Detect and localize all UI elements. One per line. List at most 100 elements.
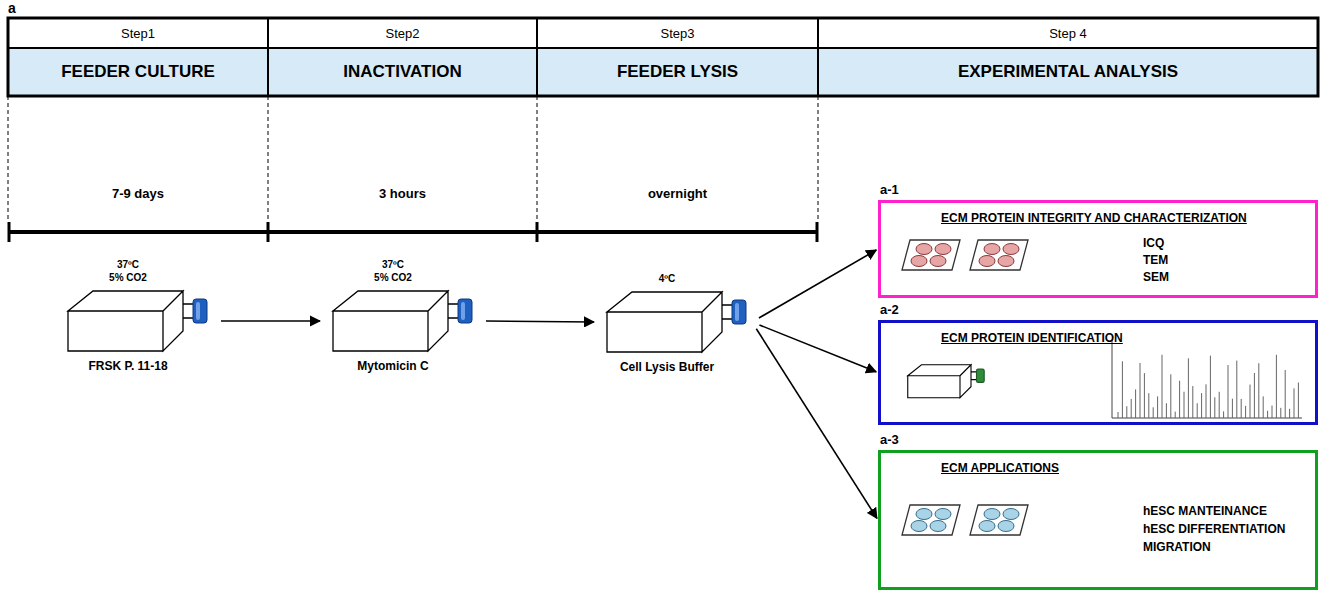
step-cell: Step3 — [537, 18, 818, 48]
spectrum-peak — [1285, 370, 1286, 418]
spectrum-peak — [1298, 383, 1299, 418]
dashed-guide — [8, 96, 9, 222]
spectrum-peak — [1118, 412, 1119, 418]
box-heading: ECM APPLICATIONS — [941, 461, 1059, 476]
phase-cell: INACTIVATION — [268, 48, 537, 96]
list-item: SEM — [1143, 270, 1169, 285]
flask-outline — [63, 286, 213, 356]
cap-highlight — [461, 302, 465, 320]
spectrum-peak — [1276, 355, 1277, 418]
box-heading: ECM PROTEIN INTEGRITY AND CHARACTERIZATI… — [941, 211, 1247, 226]
spectrum-peak — [1131, 399, 1132, 418]
panel-callout: a-3 — [880, 432, 920, 447]
reagent-label: FRSK P. 11-18 — [88, 358, 167, 374]
spectrum-peak — [1179, 381, 1180, 418]
panel-callout: a-1 — [880, 182, 920, 197]
dashed-guide — [818, 96, 819, 222]
spectrum-peak — [1135, 389, 1136, 418]
spectrum-peak — [1250, 385, 1251, 418]
spectrum-peak — [1263, 396, 1264, 418]
condition-label: 5% CO2 — [374, 271, 412, 284]
spectrum-peak — [1157, 396, 1158, 418]
spectrum-peak — [1201, 393, 1202, 418]
spectrum-peak — [1192, 386, 1193, 418]
list-item: hESC MANTEINANCE — [1143, 504, 1267, 519]
flask-icon — [908, 365, 984, 398]
spectrum-peak — [1289, 409, 1290, 418]
duration-label: overnight — [537, 186, 818, 201]
flow-arrow — [221, 320, 320, 322]
box-heading: ECM PROTEIN IDENTIFICATION — [941, 331, 1123, 346]
analysis-box: ECM APPLICATIONS hESC MANTEINANCE hESC DIF… — [878, 450, 1318, 590]
spectrum-peak — [1280, 408, 1281, 418]
spectrum-peak — [1236, 361, 1237, 418]
timeline-bar — [8, 230, 818, 234]
phase-title: INACTIVATION — [343, 62, 461, 82]
timeline-tick — [8, 222, 11, 242]
spectrum-peak — [1267, 411, 1268, 418]
flow-arrow — [759, 325, 876, 372]
timeline-tick — [816, 222, 819, 242]
spectrum-peak — [1122, 361, 1123, 418]
spectrum-peak — [1175, 412, 1176, 418]
flow-arrow — [756, 329, 877, 519]
spectrum-peak — [1254, 373, 1255, 418]
reagent-label: Mytomicin C — [357, 358, 428, 374]
culture-flask: 37ºC5% CO2Mytomicin C — [308, 258, 498, 374]
spectrum-peak — [1245, 406, 1246, 418]
culture-flask: 37ºC5% CO2FRSK P. 11-18 — [43, 258, 233, 374]
reagent-label: Cell Lysis Buffer — [620, 359, 714, 375]
dashed-guide — [537, 96, 538, 222]
timeline-tick — [536, 222, 539, 242]
condition-label: 5% CO2 — [109, 271, 147, 284]
well-plate — [902, 240, 960, 270]
spectrum-peak — [1258, 363, 1259, 418]
flask-body — [333, 291, 458, 351]
panel-letter: a — [8, 0, 28, 16]
step-label: Step 4 — [1049, 26, 1087, 41]
spectrum-peak — [1162, 355, 1163, 418]
spectrum-peak — [1184, 392, 1185, 418]
spectrum-peak — [1140, 363, 1141, 418]
spectrum-peak — [1294, 388, 1295, 418]
flask-cap — [458, 299, 472, 323]
spectrum-peak — [1144, 373, 1145, 418]
flask-cap — [732, 300, 746, 324]
phase-title: FEEDER LYSIS — [617, 62, 738, 82]
spectrum-peak — [1153, 407, 1154, 418]
flask-cap — [193, 299, 207, 323]
spectrum-peak — [1232, 399, 1233, 418]
spectrum-peak — [1219, 392, 1220, 418]
flask-outline — [328, 286, 478, 356]
dashed-guide — [268, 96, 269, 222]
well-plate — [970, 240, 1028, 270]
panel-callout: a-2 — [880, 302, 920, 317]
spectrum-peak — [1148, 393, 1149, 418]
phase-title: EXPERIMENTAL ANALYSIS — [958, 62, 1178, 82]
analysis-box: ECM PROTEIN IDENTIFICATION — [878, 320, 1318, 425]
flask-body — [68, 291, 193, 351]
phase-cell: FEEDER LYSIS — [537, 48, 818, 96]
spectrum-peak — [1241, 399, 1242, 418]
spectrum-peak — [1210, 356, 1211, 418]
flask-body — [607, 292, 732, 352]
column-guides — [8, 96, 818, 222]
spectrum-peak — [1166, 403, 1167, 418]
step-cell: Step 4 — [818, 18, 1318, 48]
mass-spectrum — [1112, 340, 1302, 418]
list-item: TEM — [1143, 253, 1168, 268]
spectrum-peak — [1197, 403, 1198, 418]
list-item: hESC DIFFERENTIATION — [1143, 522, 1285, 537]
duration-label: 3 hours — [268, 186, 537, 201]
flow-arrow — [486, 320, 594, 322]
cap-highlight — [196, 302, 200, 320]
step-cell: Step1 — [8, 18, 268, 48]
table-frame — [8, 18, 1318, 96]
timeline — [8, 222, 818, 242]
cap-highlight — [735, 303, 739, 321]
culture-flask: 4ºCCell Lysis Buffer — [582, 272, 772, 375]
step-cell: Step2 — [268, 18, 537, 48]
spectrum-peak — [1223, 411, 1224, 418]
